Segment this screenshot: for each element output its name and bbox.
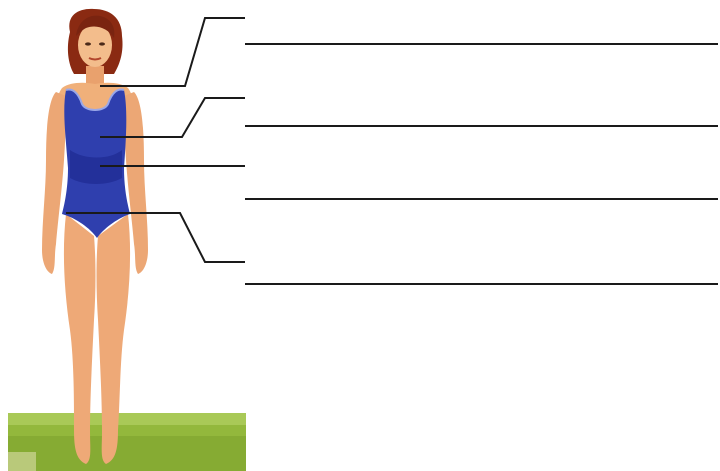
woman-figure	[42, 9, 148, 464]
grass-ground	[8, 413, 246, 471]
left-arm	[42, 92, 66, 274]
answer-blanks	[245, 44, 718, 284]
